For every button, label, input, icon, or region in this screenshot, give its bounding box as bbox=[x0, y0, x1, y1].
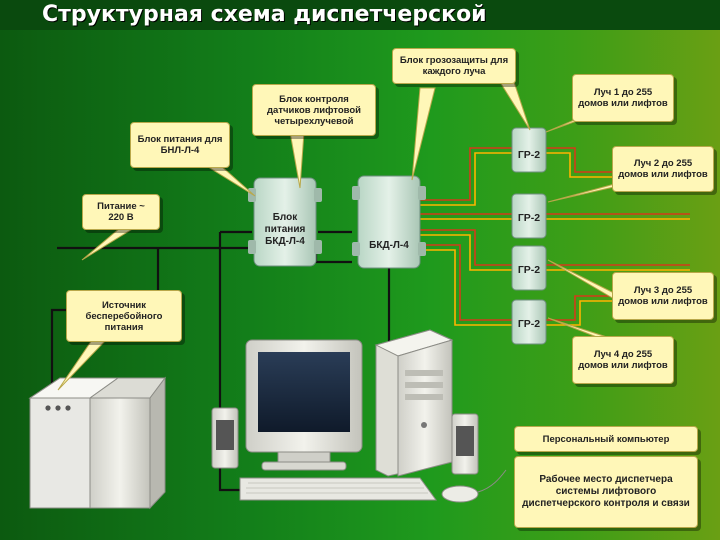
bkd-unit-label: БКД-Л-4 bbox=[369, 240, 409, 251]
callout-control-unit: Блок контроля датчиков лифтовой четырехл… bbox=[252, 84, 376, 136]
system-unit-device bbox=[374, 329, 454, 477]
ups-device bbox=[28, 376, 166, 510]
callout-ray-3: Луч 3 до 255 домов или лифтов bbox=[612, 272, 714, 320]
callout-overvoltage: Блок грозозащиты для каждого луча bbox=[392, 48, 516, 84]
gr-block-3-label: ГР-2 bbox=[517, 264, 541, 276]
callout-workstation: Рабочее место диспетчера системы лифтово… bbox=[514, 456, 698, 528]
speaker-left bbox=[211, 407, 239, 469]
page-title: Структурная схема диспетчерской bbox=[0, 0, 720, 30]
callout-ray-2: Луч 2 до 255 домов или лифтов bbox=[612, 146, 714, 192]
gr-blocks bbox=[511, 127, 547, 345]
power-unit-label: Блок питания БКД-Л-4 bbox=[264, 212, 306, 247]
gr-block-2-label: ГР-2 bbox=[517, 212, 541, 224]
callout-mains: Питание ~ 220 В bbox=[82, 194, 160, 230]
keyboard-device bbox=[239, 477, 437, 501]
callout-ups: Источник бесперебойного питания bbox=[66, 290, 182, 342]
monitor-device bbox=[245, 339, 363, 471]
mouse-device bbox=[441, 469, 507, 503]
callout-ray-4: Луч 4 до 255 домов или лифтов bbox=[572, 336, 674, 384]
gr-block-4-label: ГР-2 bbox=[517, 318, 541, 330]
power-unit-device bbox=[248, 177, 322, 267]
ray-cables bbox=[420, 147, 690, 326]
speaker-right bbox=[451, 413, 479, 475]
callout-power-unit: Блок питания для БНЛ-Л-4 bbox=[130, 122, 230, 168]
control-unit-device bbox=[352, 175, 426, 269]
callout-pc: Персональный компьютер bbox=[514, 426, 698, 452]
gr-block-1-label: ГР-2 bbox=[517, 149, 541, 161]
callout-ray-1: Луч 1 до 255 домов или лифтов bbox=[572, 74, 674, 122]
